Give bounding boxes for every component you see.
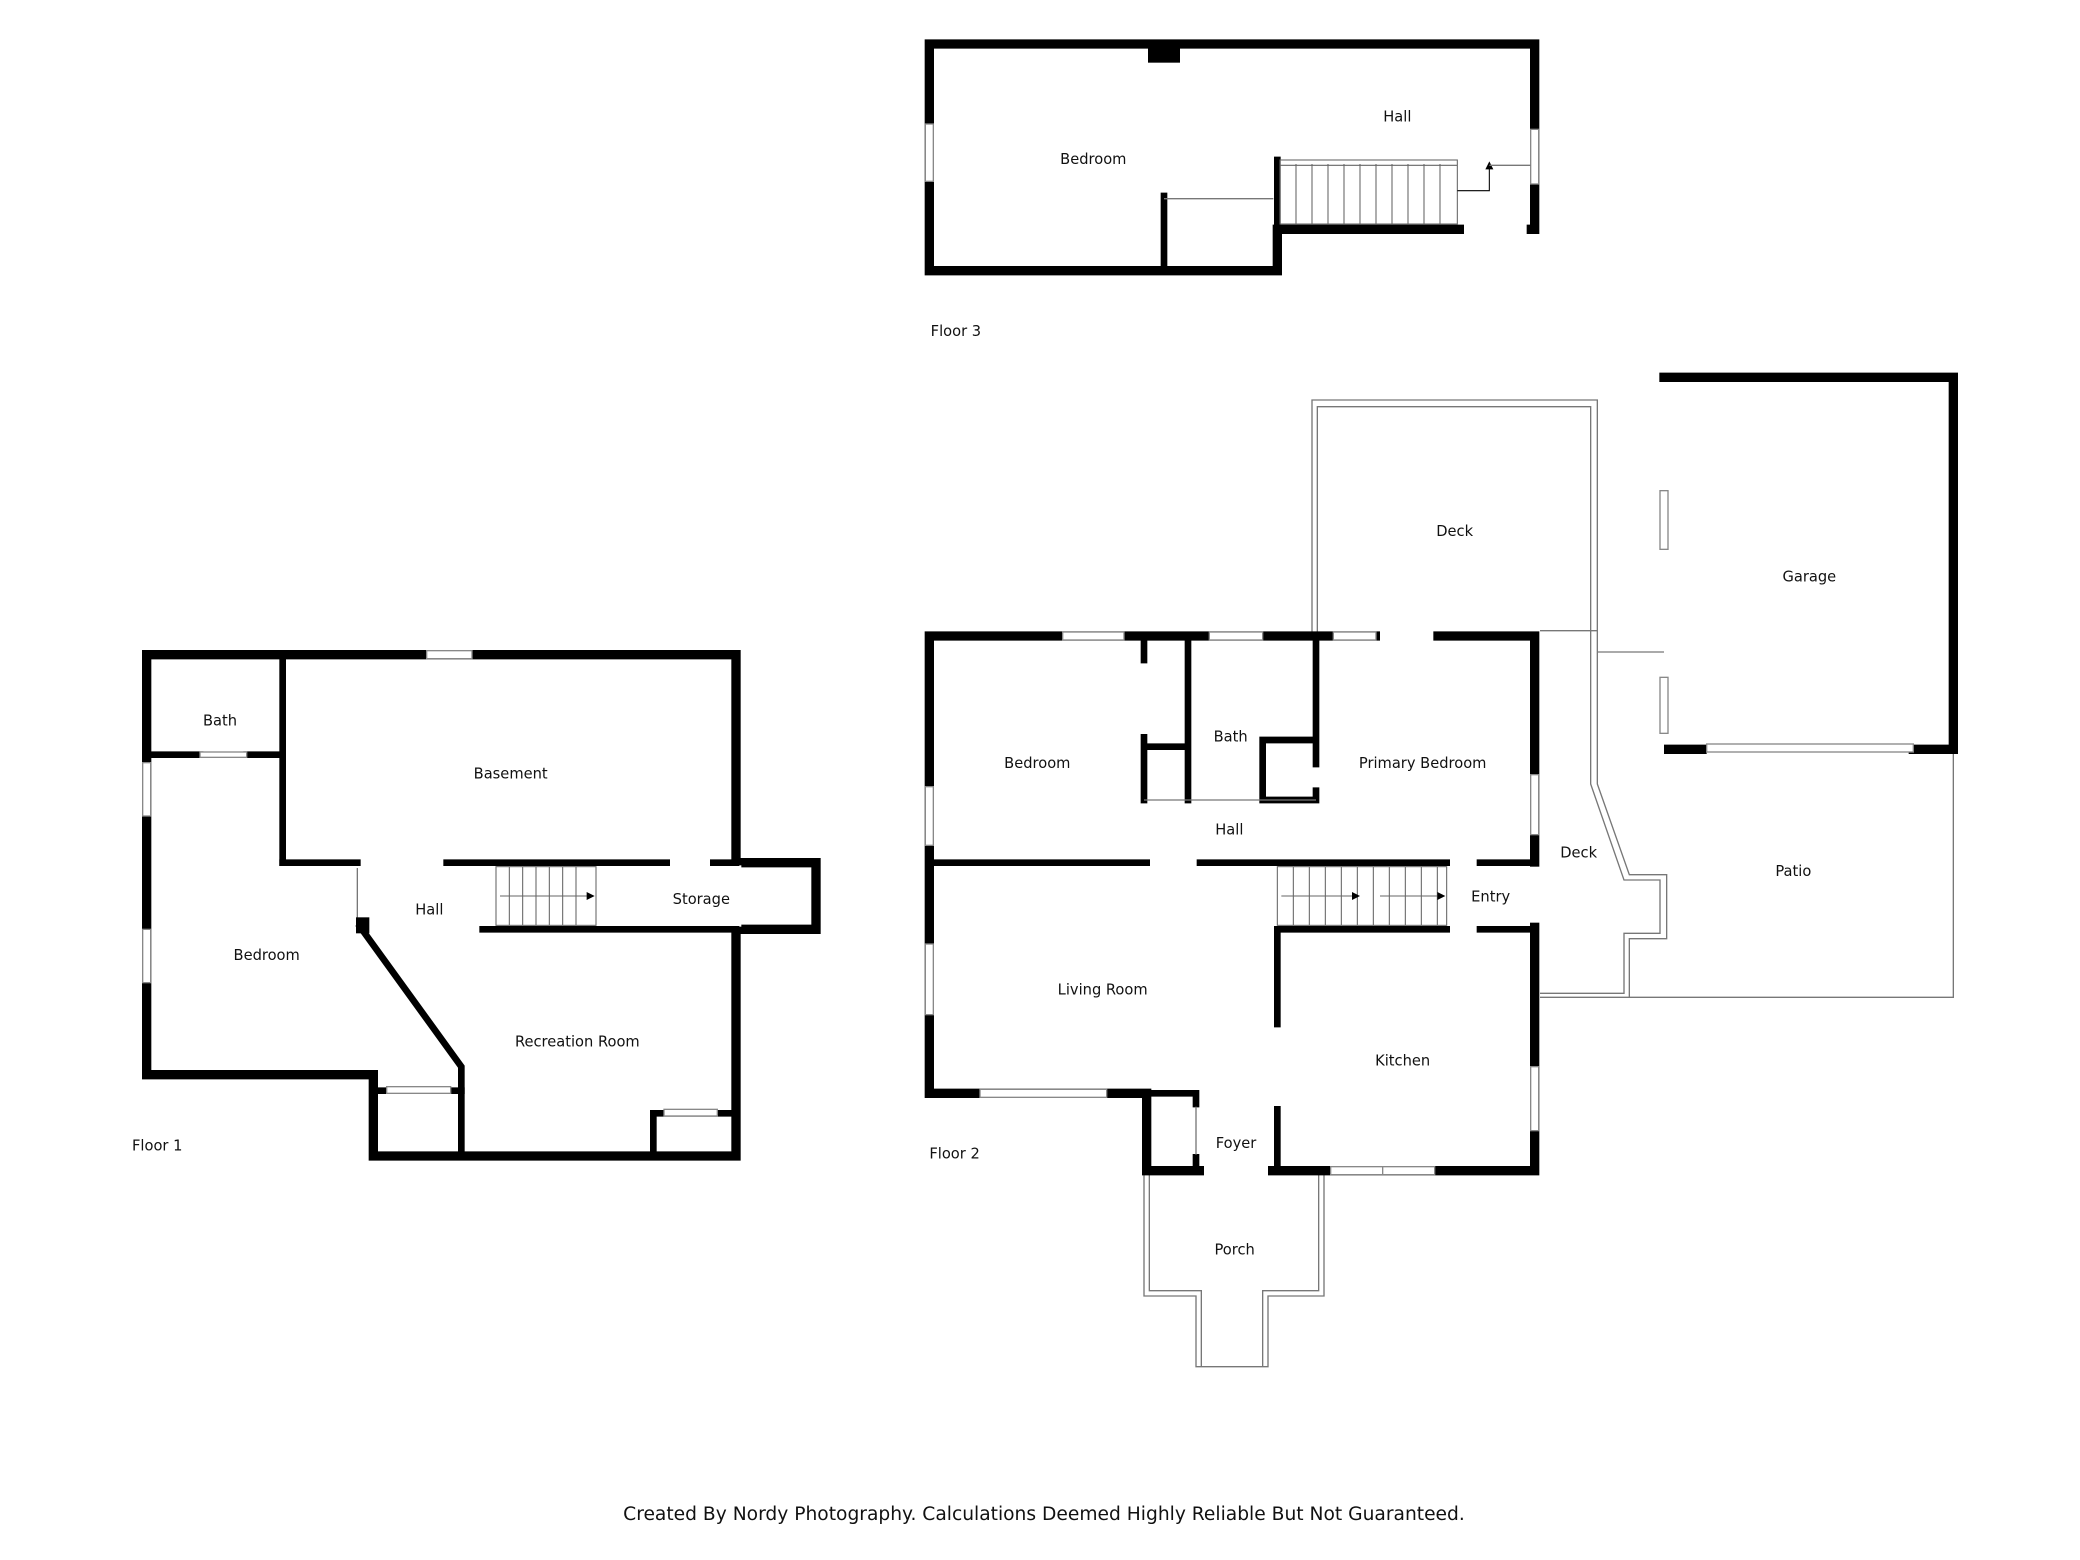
room-label-bath: Bath <box>1214 728 1248 745</box>
room-label-bedroom: Bedroom <box>234 947 300 964</box>
room-label-patio: Patio <box>1775 863 1811 880</box>
floor-label: Floor 2 <box>929 1146 979 1163</box>
room-label-kitchen: Kitchen <box>1375 1052 1430 1069</box>
stairs <box>495 866 597 926</box>
floor-1-plan: Bath Basement Bedroom Hall Storage Recre… <box>132 650 821 1161</box>
room-label-garage: Garage <box>1782 568 1836 585</box>
room-label-bedroom: Bedroom <box>1004 755 1070 772</box>
room-label-hall: Hall <box>415 902 443 919</box>
room-label-foyer: Foyer <box>1216 1135 1258 1152</box>
room-label-storage: Storage <box>673 891 730 908</box>
room-label-porch: Porch <box>1214 1242 1254 1259</box>
room-label-bath: Bath <box>203 712 237 729</box>
room-label-hall: Hall <box>1383 108 1411 125</box>
room-label-entry: Entry <box>1471 888 1510 905</box>
stairs <box>1276 866 1448 926</box>
stairs <box>1279 159 1531 225</box>
room-label-recreation-room: Recreation Room <box>515 1034 640 1051</box>
floor-2-plan: Deck Garage Bedroom Bath Primary Bedroom… <box>924 372 1958 1368</box>
floor-3-plan: Bedroom Hall Floor 3 <box>924 39 1540 340</box>
floor-label: Floor 3 <box>931 323 981 340</box>
room-label-basement: Basement <box>474 766 548 783</box>
room-label-deck-side: Deck <box>1560 844 1597 861</box>
footer-disclaimer: Created By Nordy Photography. Calculatio… <box>623 1504 1465 1525</box>
room-label-primary-bedroom: Primary Bedroom <box>1359 755 1487 772</box>
room-label-deck: Deck <box>1436 523 1473 540</box>
floor-label: Floor 1 <box>132 1138 182 1155</box>
room-label-bedroom: Bedroom <box>1060 151 1126 168</box>
room-label-living-room: Living Room <box>1058 982 1148 999</box>
room-label-hall: Hall <box>1215 822 1243 839</box>
